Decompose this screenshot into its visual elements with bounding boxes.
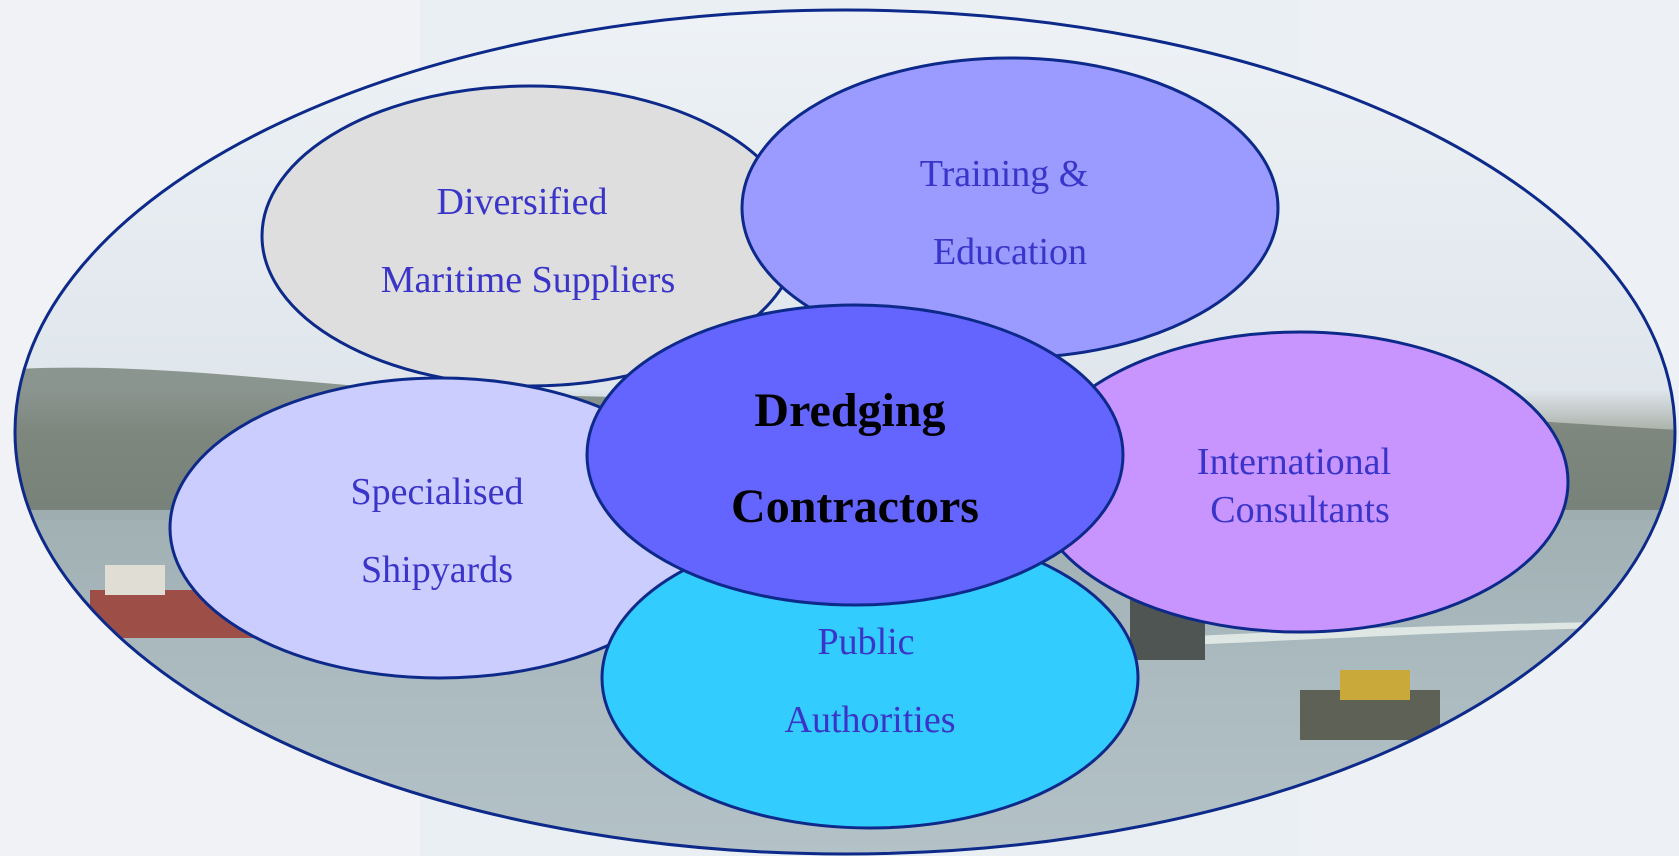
- node-center: Dredging Contractors: [585, 303, 1125, 607]
- specialised-label-line2: Shipyards: [361, 549, 513, 591]
- center-label-line1: Dredging: [754, 384, 945, 437]
- diversified-label-line1: Diversified: [437, 181, 608, 223]
- public-label-line2: Authorities: [785, 699, 956, 741]
- center-ellipse: [585, 303, 1125, 607]
- training-label-line2: Education: [933, 231, 1087, 273]
- international-label-line1: International: [1197, 441, 1391, 483]
- public-label-line1: Public: [817, 621, 914, 663]
- node-training: Training & Education: [740, 56, 1280, 360]
- international-label-line2: Consultants: [1210, 489, 1389, 531]
- diversified-label-line2: Maritime Suppliers: [381, 259, 675, 301]
- node-diversified: Diversified Maritime Suppliers: [260, 84, 800, 388]
- node-public: Public Authorities: [600, 526, 1140, 830]
- training-label-line1: Training &: [920, 153, 1089, 195]
- center-label-line2: Contractors: [731, 480, 979, 533]
- node-international: International Consultants: [1030, 330, 1570, 634]
- specialised-label-line1: Specialised: [350, 471, 523, 513]
- node-specialised: Specialised Shipyards: [168, 376, 712, 680]
